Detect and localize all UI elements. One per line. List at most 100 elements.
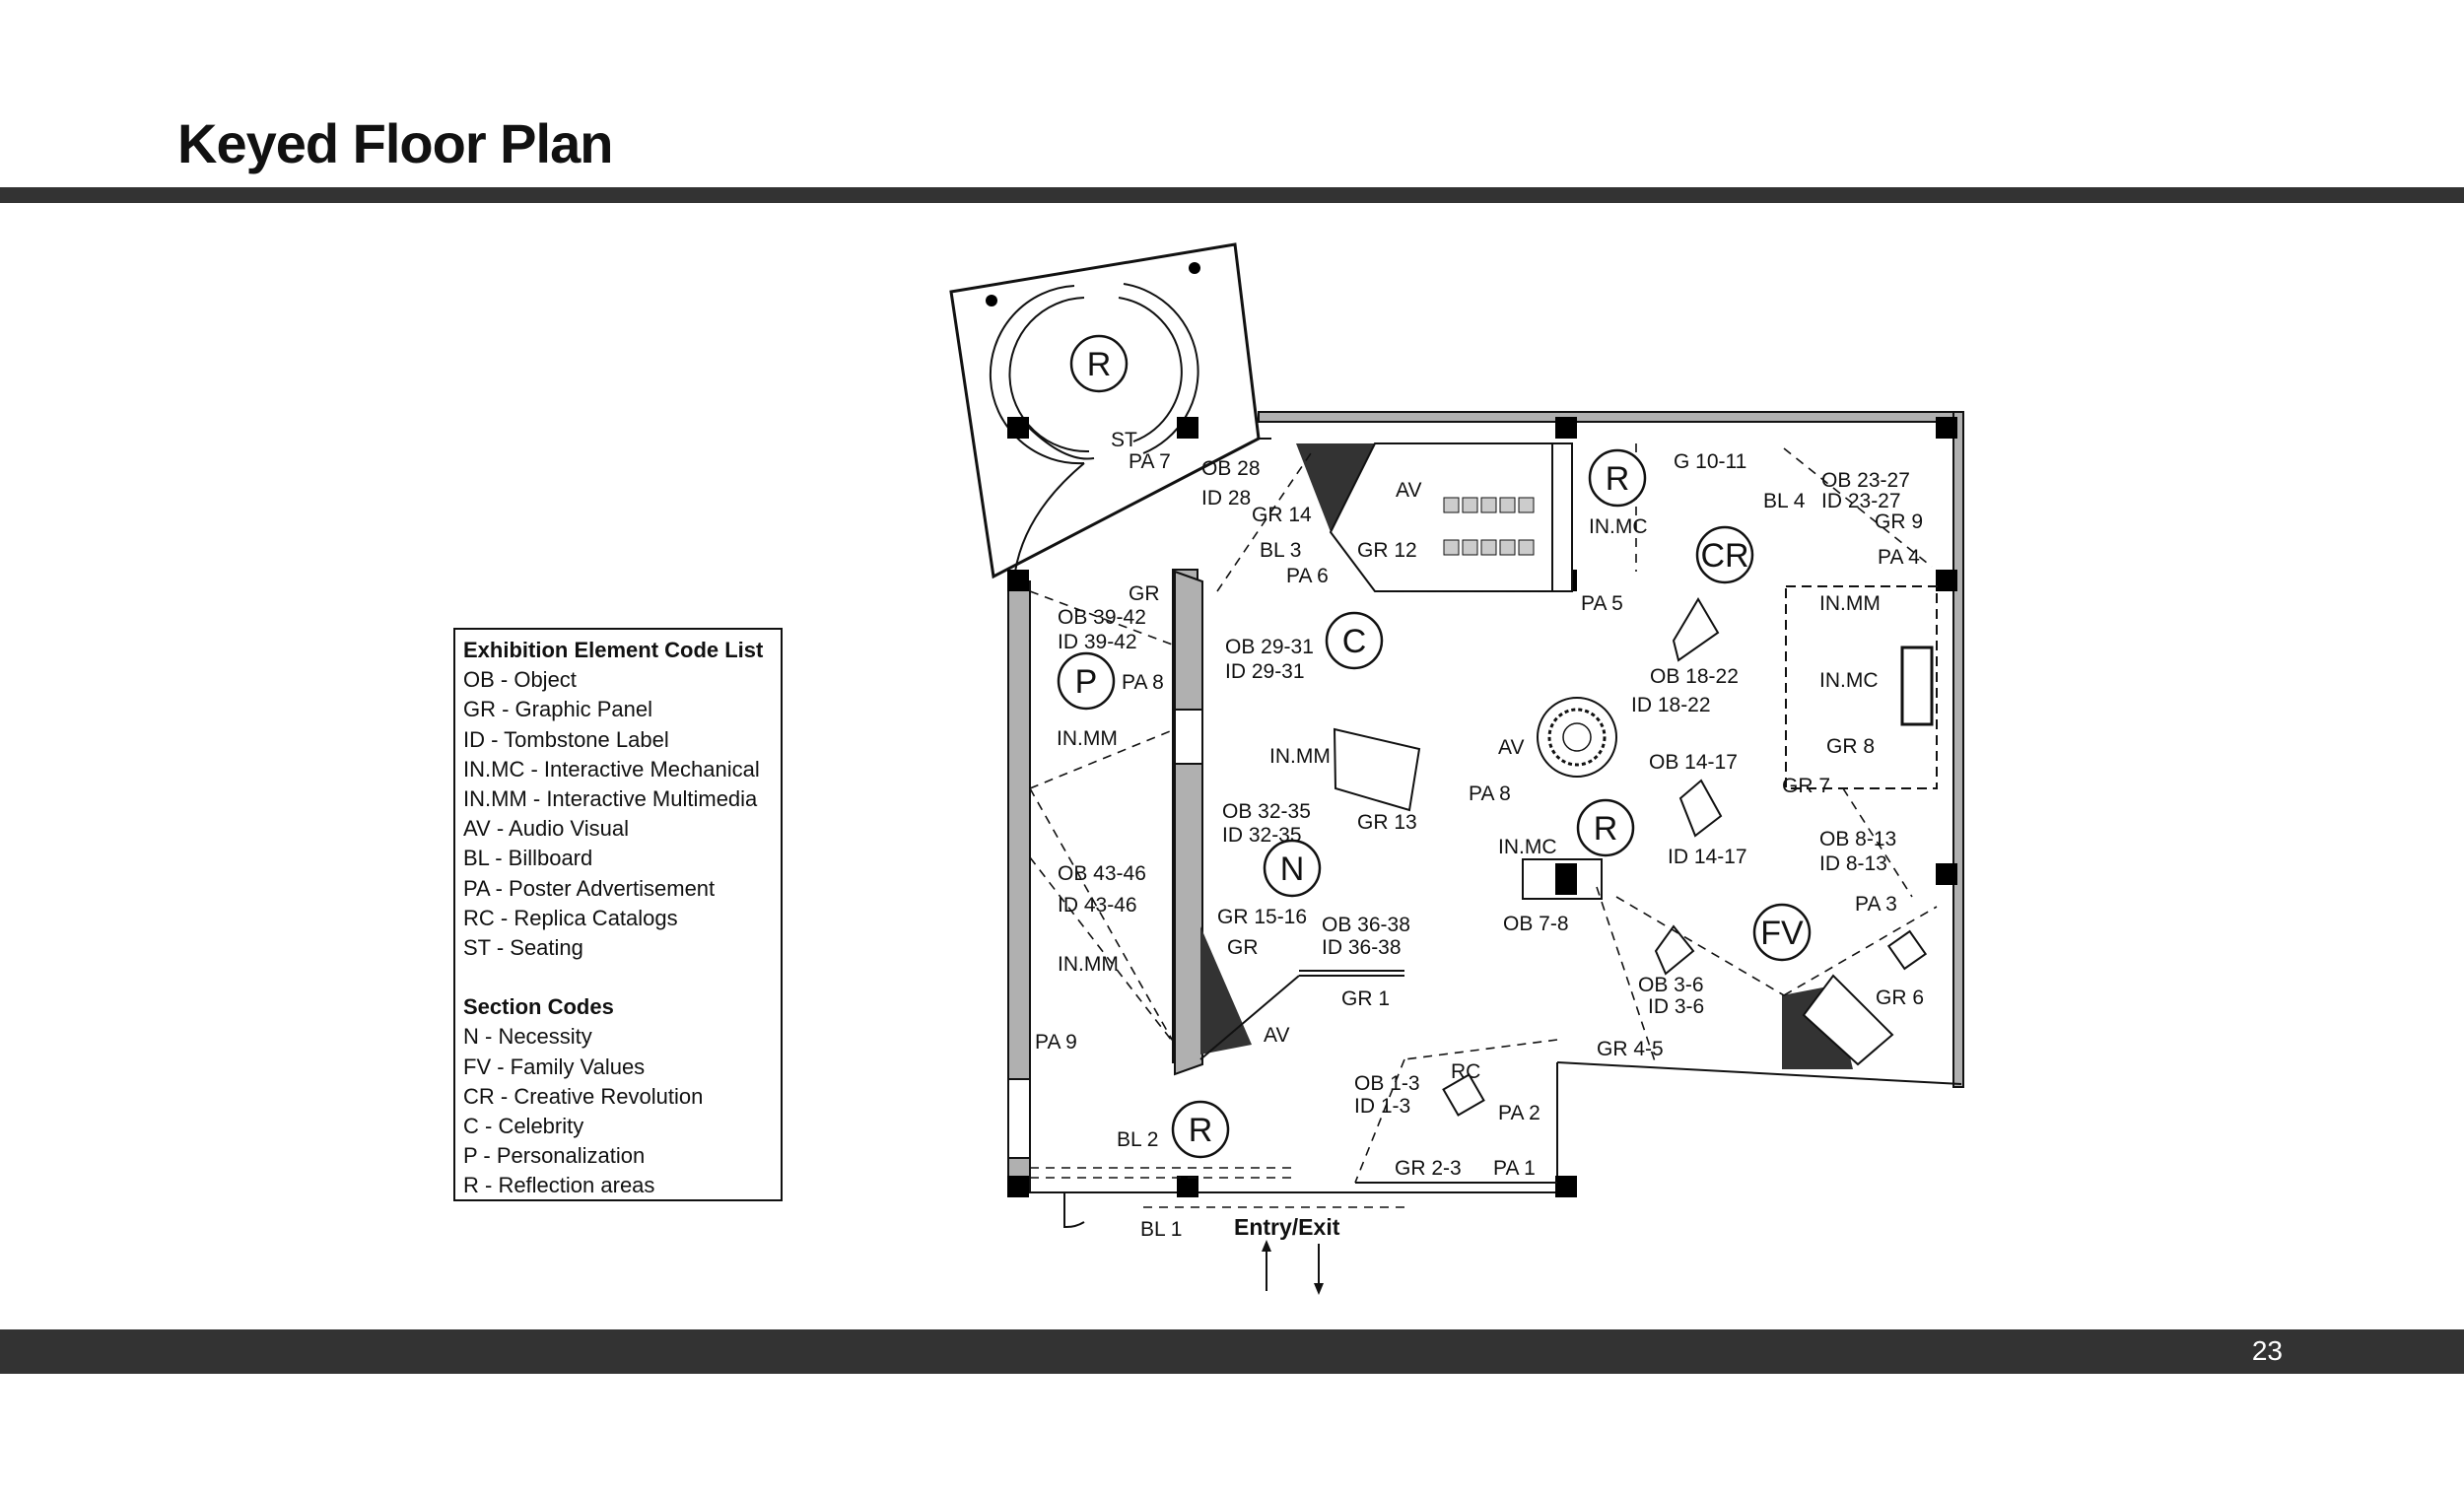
- svg-text:ID 39-42: ID 39-42: [1058, 631, 1137, 653]
- svg-text:ID 23-27: ID 23-27: [1821, 490, 1901, 512]
- svg-text:PA 9: PA 9: [1035, 1031, 1077, 1054]
- svg-text:OB 39-42: OB 39-42: [1058, 606, 1146, 629]
- page-title: Keyed Floor Plan: [177, 112, 613, 174]
- structural-posts: [1007, 417, 1957, 1197]
- svg-text:GR 1: GR 1: [1341, 987, 1390, 1010]
- svg-text:ID 18-22: ID 18-22: [1631, 694, 1711, 716]
- svg-text:GR 14: GR 14: [1252, 504, 1312, 526]
- section-markers: R R CR C P N R FV R: [1057, 334, 1812, 1159]
- svg-text:ID 8-13: ID 8-13: [1819, 852, 1887, 875]
- legend-code-item: RC - Replica Catalogs: [463, 905, 678, 930]
- svg-text:R: R: [1594, 810, 1618, 848]
- svg-text:GR 12: GR 12: [1357, 539, 1417, 562]
- svg-text:OB 14-17: OB 14-17: [1649, 751, 1738, 774]
- legend-section-item: FV - Family Values: [463, 1054, 646, 1079]
- svg-text:IN.MC: IN.MC: [1589, 515, 1648, 538]
- legend-code-item: BL - Billboard: [463, 846, 593, 871]
- marker-fv: FV: [1752, 903, 1812, 962]
- seating-rows: [1443, 497, 1535, 556]
- svg-text:ID 32-35: ID 32-35: [1222, 824, 1302, 847]
- svg-text:OB 23-27: OB 23-27: [1821, 469, 1910, 492]
- marker-c: C: [1325, 611, 1384, 670]
- svg-text:BL 1: BL 1: [1140, 1218, 1182, 1241]
- interior-fixtures: [1174, 442, 1938, 1184]
- svg-text:IN.MC: IN.MC: [1498, 836, 1557, 858]
- legend-code-heading: Exhibition Element Code List: [463, 638, 764, 662]
- legend-section-item: N - Necessity: [463, 1024, 592, 1050]
- svg-text:OB 7-8: OB 7-8: [1503, 913, 1569, 935]
- svg-text:IN.MM: IN.MM: [1058, 953, 1119, 976]
- marker-n: N: [1263, 839, 1322, 898]
- svg-text:BL 2: BL 2: [1117, 1128, 1158, 1151]
- svg-text:PA 1: PA 1: [1493, 1157, 1536, 1180]
- svg-text:ID 3-6: ID 3-6: [1648, 995, 1704, 1018]
- marker-r-bottom: R: [1171, 1100, 1230, 1159]
- svg-text:PA 3: PA 3: [1855, 893, 1897, 916]
- outer-walls: [1007, 411, 1964, 1229]
- svg-text:ID 14-17: ID 14-17: [1668, 846, 1747, 868]
- svg-text:IN.MM: IN.MM: [1819, 592, 1881, 615]
- entry-arrows: [1262, 1240, 1324, 1295]
- svg-text:BL 3: BL 3: [1260, 539, 1301, 562]
- svg-text:ID 1-3: ID 1-3: [1354, 1095, 1410, 1118]
- svg-text:PA 7: PA 7: [1129, 450, 1171, 473]
- svg-text:FV: FV: [1760, 915, 1804, 952]
- legend-code-item: AV - Audio Visual: [463, 816, 629, 842]
- svg-text:G 10-11: G 10-11: [1674, 450, 1746, 473]
- svg-text:PA 8: PA 8: [1122, 671, 1164, 694]
- svg-text:RC: RC: [1451, 1060, 1480, 1083]
- svg-text:ID 29-31: ID 29-31: [1225, 660, 1305, 683]
- marker-r-mc: R: [1588, 448, 1647, 508]
- svg-text:OB 1-3: OB 1-3: [1354, 1072, 1420, 1095]
- svg-text:IN.MC: IN.MC: [1819, 669, 1879, 692]
- svg-text:GR 2-3: GR 2-3: [1395, 1157, 1462, 1180]
- entry-exit-label: Entry/Exit: [1234, 1214, 1340, 1240]
- svg-text:AV: AV: [1396, 479, 1421, 502]
- svg-text:P: P: [1075, 663, 1098, 701]
- page-number: 23: [2251, 1335, 2283, 1366]
- svg-text:ST: ST: [1111, 429, 1137, 451]
- legend-code-item: PA - Poster Advertisement: [463, 875, 716, 901]
- svg-text:GR 8: GR 8: [1826, 735, 1875, 758]
- svg-text:GR 9: GR 9: [1875, 510, 1923, 533]
- svg-text:OB 32-35: OB 32-35: [1222, 800, 1311, 823]
- svg-text:AV: AV: [1498, 736, 1524, 759]
- svg-text:PA 6: PA 6: [1286, 565, 1329, 587]
- legend-code-item: GR - Graphic Panel: [463, 697, 652, 722]
- reflection-room: [949, 242, 1261, 579]
- svg-text:OB 8-13: OB 8-13: [1819, 828, 1896, 850]
- svg-text:PA 4: PA 4: [1878, 546, 1920, 569]
- svg-text:OB 28: OB 28: [1201, 457, 1261, 480]
- legend-section-item: R - Reflection areas: [463, 1173, 655, 1198]
- svg-text:OB 36-38: OB 36-38: [1322, 914, 1410, 936]
- plan-labels: ST PA 7 OB 28 ID 28 GR 14 BL 3 PA 6 AV G…: [1035, 429, 1924, 1241]
- marker-p: P: [1057, 651, 1116, 711]
- svg-text:ID 43-46: ID 43-46: [1058, 894, 1137, 917]
- svg-text:GR 4-5: GR 4-5: [1597, 1038, 1664, 1060]
- svg-text:OB 29-31: OB 29-31: [1225, 636, 1314, 658]
- footer-bar: 23: [0, 1329, 2464, 1374]
- svg-text:GR 15-16: GR 15-16: [1217, 906, 1307, 928]
- legend-code-item: ST - Seating: [463, 935, 583, 961]
- svg-text:IN.MM: IN.MM: [1269, 745, 1331, 768]
- svg-text:OB 18-22: OB 18-22: [1650, 665, 1739, 688]
- marker-r-mid: R: [1576, 798, 1635, 857]
- svg-text:GR 7: GR 7: [1782, 775, 1830, 797]
- svg-text:ID 28: ID 28: [1201, 487, 1251, 510]
- legend-code-item: ID - Tombstone Label: [463, 726, 669, 752]
- svg-text:GR 13: GR 13: [1357, 811, 1417, 834]
- svg-text:CR: CR: [1700, 537, 1748, 575]
- svg-text:OB 3-6: OB 3-6: [1638, 974, 1704, 996]
- svg-text:OB 43-46: OB 43-46: [1058, 862, 1146, 885]
- marker-r-top: R: [1069, 334, 1129, 393]
- legend-section-heading: Section Codes: [463, 994, 614, 1020]
- legend-code-item: OB - Object: [463, 667, 577, 693]
- svg-text:IN.MM: IN.MM: [1057, 727, 1118, 750]
- svg-text:GR: GR: [1227, 936, 1259, 959]
- legend-box: Exhibition Element Code List OB - Object…: [453, 628, 783, 1201]
- svg-text:BL 4: BL 4: [1763, 490, 1806, 512]
- svg-text:PA 2: PA 2: [1498, 1102, 1540, 1124]
- svg-text:ID 36-38: ID 36-38: [1322, 936, 1402, 959]
- legend-section-item: C - Celebrity: [463, 1114, 584, 1139]
